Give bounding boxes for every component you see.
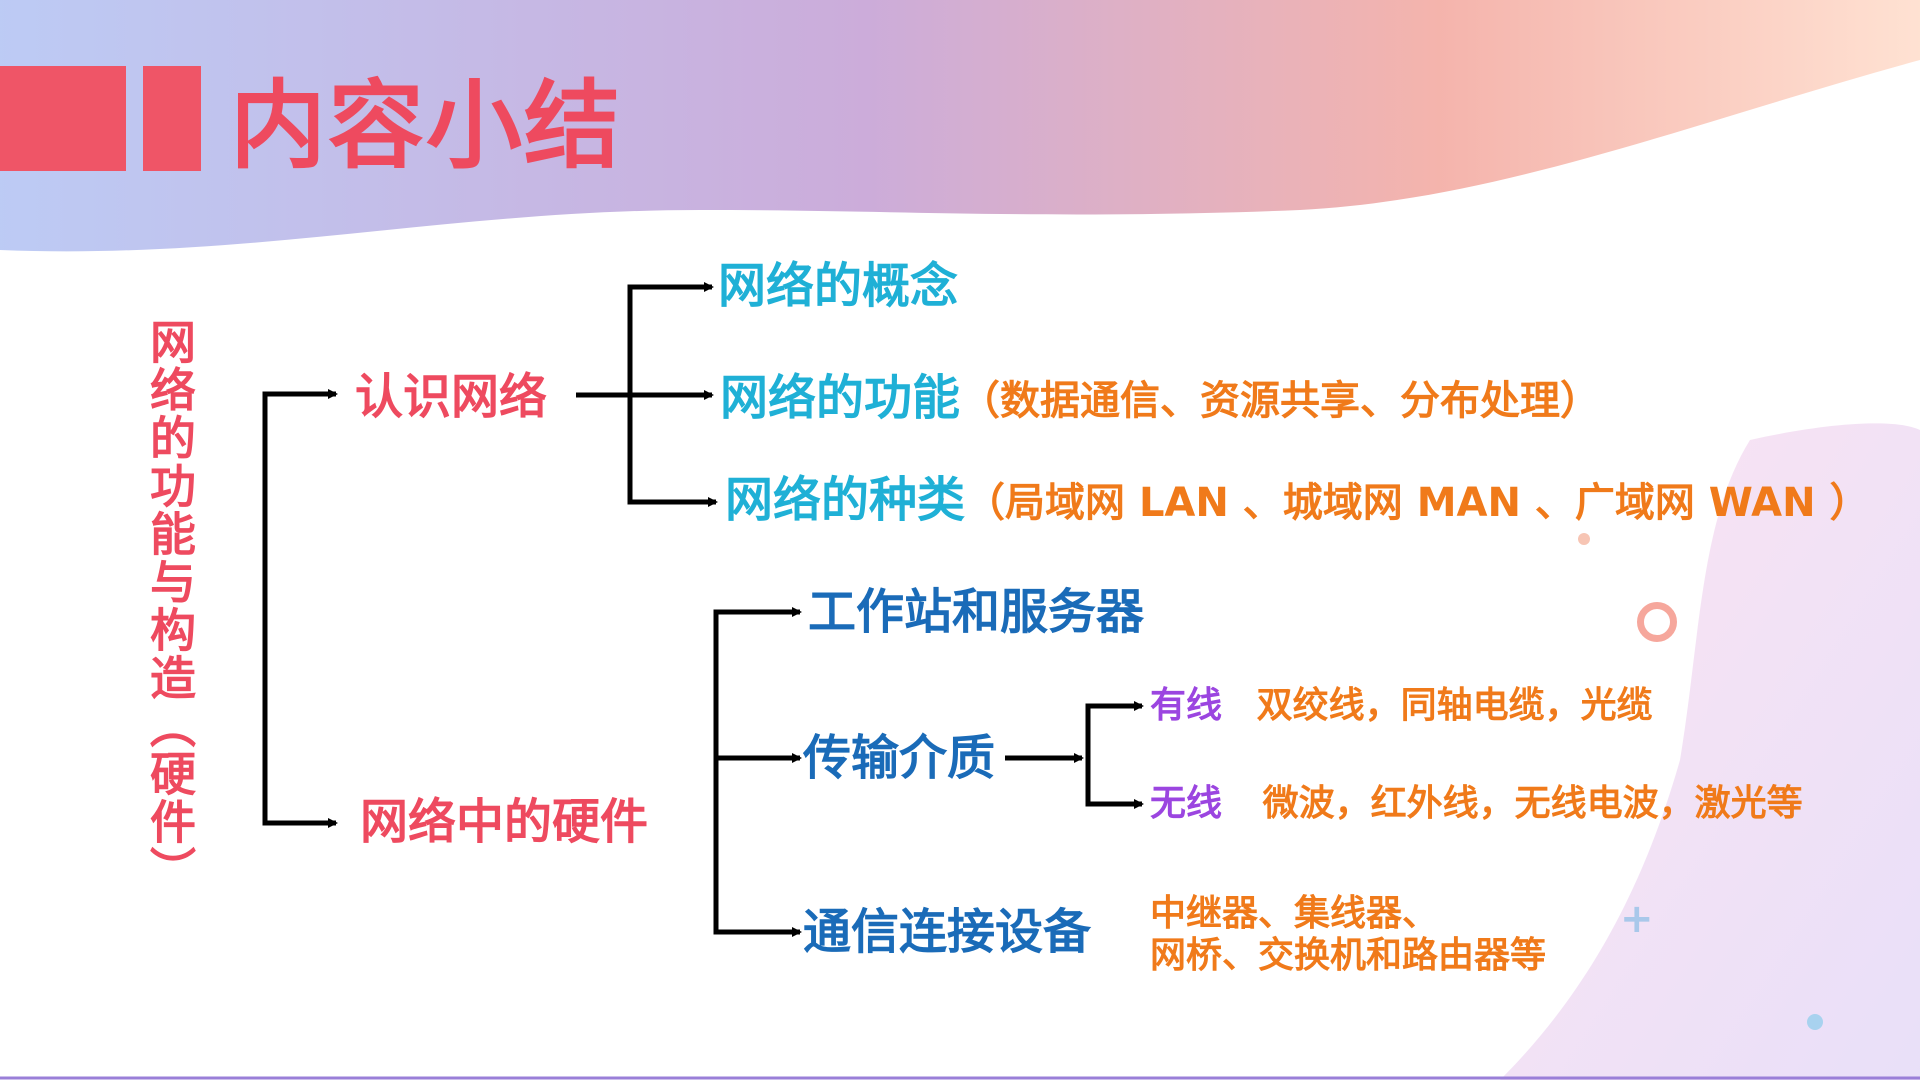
item-communication-devices: 通信连接设备 bbox=[803, 904, 1092, 960]
item-transmission-media: 传输介质 bbox=[803, 730, 996, 786]
decor-plus-icon: + bbox=[1620, 896, 1654, 942]
network-types-head: 网络的种类 bbox=[725, 472, 966, 528]
item-wired: 有线 双绞线，同轴电缆，光缆 bbox=[1150, 688, 1653, 724]
wireless-detail: 微波，红外线，无线电波，激光等 bbox=[1262, 783, 1803, 824]
branch-know-network: 认识网络 bbox=[355, 369, 548, 425]
decor-dot-blue bbox=[1807, 1014, 1823, 1030]
decor-ring bbox=[1637, 602, 1677, 642]
slide-title: 内容小结 bbox=[230, 70, 622, 182]
title-accent-bar-large bbox=[0, 66, 126, 171]
decor-dot-peach bbox=[1578, 533, 1590, 545]
devices-detail-line2: 网桥、交换机和路由器等 bbox=[1150, 935, 1547, 976]
item-network-types: 网络的种类（局域网 LAN 、城域网 MAN 、广域网 WAN ） bbox=[725, 476, 1870, 524]
network-function-detail: （数据通信、资源共享、分布处理） bbox=[960, 378, 1601, 424]
network-types-detail: （局域网 LAN 、城域网 MAN 、广域网 WAN ） bbox=[965, 480, 1870, 526]
wireless-label: 无线 bbox=[1150, 783, 1223, 824]
devices-detail-line1: 中继器、集线器、 bbox=[1150, 893, 1439, 934]
wired-label: 有线 bbox=[1150, 685, 1223, 726]
title-accent-bar-small bbox=[143, 66, 201, 171]
root-label: 网络的功能与构造（硬件） bbox=[143, 318, 197, 894]
item-network-concept: 网络的概念 bbox=[718, 258, 959, 314]
item-wireless: 无线 微波，红外线，无线电波，激光等 bbox=[1150, 786, 1803, 822]
item-network-function: 网络的功能（数据通信、资源共享、分布处理） bbox=[720, 374, 1600, 422]
network-function-head: 网络的功能 bbox=[720, 370, 961, 426]
item-workstation-server: 工作站和服务器 bbox=[808, 584, 1145, 640]
branch-network-hardware: 网络中的硬件 bbox=[360, 794, 649, 850]
wired-detail: 双绞线，同轴电缆，光缆 bbox=[1256, 685, 1653, 726]
